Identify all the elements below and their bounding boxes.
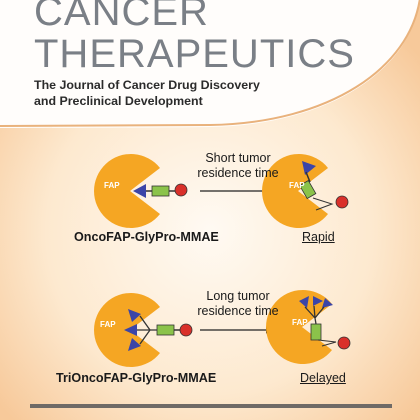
journal-subtitle: The Journal of Cancer Drug Discovery and… — [34, 77, 260, 109]
linker-rect — [310, 323, 322, 341]
branch-lines — [137, 315, 157, 345]
ligand-triangle — [322, 298, 333, 308]
branch-lines — [304, 305, 325, 325]
fap-label: FAP — [289, 181, 305, 190]
bottom-release-speed: Delayed — [300, 371, 346, 385]
caption-line2: residence time — [197, 304, 279, 318]
top-arrow-caption: Short tumor residence time — [196, 151, 280, 181]
caption-line1: Long tumor — [206, 289, 270, 303]
payload-circle — [179, 323, 193, 337]
bottom-compound-name: TriOncoFAP-GlyPro-MMAE — [56, 371, 217, 385]
bond-line — [317, 339, 337, 347]
fap-label: FAP — [104, 181, 120, 190]
enzyme-shape — [262, 154, 328, 229]
top-release-speed: Rapid — [302, 230, 335, 244]
caption-line2: residence time — [197, 166, 279, 180]
journal-title-line1: CANCER — [34, 0, 209, 34]
top-left-enzyme-complex — [94, 154, 188, 229]
bottom-arrow-caption: Long tumor residence time — [196, 289, 280, 319]
ligand-triangle — [124, 324, 137, 336]
enzyme-shape — [266, 290, 332, 364]
ligand-triangle — [302, 161, 316, 175]
ligand-triangle — [299, 296, 309, 308]
linker-rect — [151, 185, 170, 197]
journal-title-line2: THERAPEUTICS — [34, 32, 355, 76]
bottom-divider — [30, 404, 392, 408]
panel-border — [0, 0, 420, 127]
bottom-right-enzyme-complex — [266, 290, 351, 364]
caption-line1: Short tumor — [205, 151, 271, 165]
fap-label: FAP — [100, 320, 116, 329]
linker-rect — [156, 324, 175, 336]
bond-line — [305, 171, 311, 183]
ligand-triangle — [128, 309, 141, 322]
ligand-triangle — [128, 338, 141, 351]
top-right-enzyme-complex — [262, 154, 349, 229]
payload-circle — [174, 183, 188, 197]
ligand-triangle — [133, 184, 146, 198]
enzyme-shape — [94, 154, 160, 229]
ligand-triangle — [313, 296, 323, 306]
fap-label: FAP — [292, 318, 308, 327]
payload-circle — [337, 336, 351, 350]
bottom-left-enzyme-complex — [94, 293, 193, 367]
top-compound-name: OncoFAP-GlyPro-MMAE — [74, 230, 219, 244]
subtitle-line1: The Journal of Cancer Drug Discovery — [34, 78, 260, 92]
bond-line — [312, 197, 334, 211]
linker-rect — [299, 180, 317, 200]
subtitle-line2: and Preclinical Development — [34, 94, 203, 108]
payload-circle — [335, 195, 349, 209]
